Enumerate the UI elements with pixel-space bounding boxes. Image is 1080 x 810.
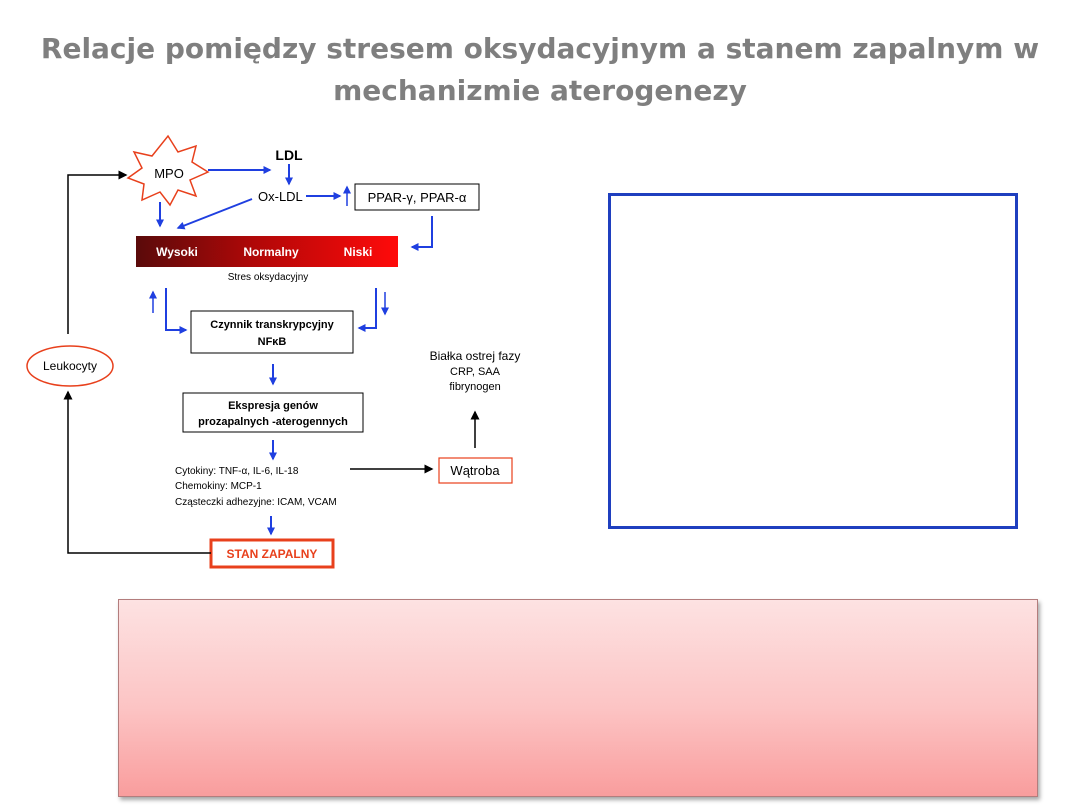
liver-label: Wątroba <box>450 463 500 478</box>
mpo-starburst-shape <box>126 134 210 207</box>
slide-title-line-2: mechanizmie aterogenezy <box>333 74 747 107</box>
leukocytes-label: Leukocyty <box>43 359 97 373</box>
slide-title: Relacje pomiędzy stresem oksydacyjnym a … <box>40 28 1040 112</box>
stress-normal-label: Normalny <box>243 245 299 259</box>
oxldl-label: Ox-LDL <box>258 189 303 204</box>
arrow-ppar-to-bar <box>410 216 433 251</box>
blue-bordered-panel <box>608 193 1018 529</box>
stress-caption: Stres oksydacyjny <box>228 272 309 283</box>
arrow-bar-to-nfkb-right <box>357 288 377 332</box>
slide-title-line-1: Relacje pomiędzy stresem oksydacyjnym a … <box>40 32 1040 65</box>
acute-phase-line-1: Białka ostrej fazy <box>430 349 521 363</box>
cytokines-line-1: Cytokiny: TNF-α, IL-6, IL-18 <box>175 466 299 477</box>
pink-gradient-panel <box>118 599 1038 797</box>
ppar-label: PPAR-γ, PPAR-α <box>368 190 467 205</box>
arrow-leukocytes-to-mpo <box>67 170 128 334</box>
expression-line-1: Ekspresja genów <box>228 400 318 412</box>
arrow-bar-to-nfkb-left <box>165 288 188 334</box>
arrow-inflammation-to-leukocytes <box>63 390 211 554</box>
stress-low-label: Niski <box>344 245 373 259</box>
nfkb-box <box>190 310 354 354</box>
expression-line-2: prozapalnych -aterogennych <box>198 416 348 428</box>
oxidative-stress-bar <box>136 236 398 267</box>
mpo-label: MPO <box>154 166 184 181</box>
nfkb-line-1: Czynnik transkrypcyjny <box>210 319 334 331</box>
ldl-label: LDL <box>275 147 303 163</box>
nfkb-line-2: NFκB <box>258 336 287 348</box>
ppar-box <box>354 183 480 211</box>
expression-box <box>182 392 364 433</box>
cytokines-line-3: Cząsteczki adhezyjne: ICAM, VCAM <box>175 497 337 508</box>
leukocytes-ellipse <box>26 345 114 387</box>
acute-phase-line-3: fibrynogen <box>449 381 500 393</box>
inflammation-label: STAN ZAPALNY <box>227 547 318 561</box>
arrow-oxldl-to-bar <box>176 198 253 230</box>
acute-phase-line-2: CRP, SAA <box>450 366 501 378</box>
liver-box <box>438 457 513 484</box>
cytokines-line-2: Chemokiny: MCP-1 <box>175 481 262 492</box>
stress-high-label: Wysoki <box>156 245 198 259</box>
